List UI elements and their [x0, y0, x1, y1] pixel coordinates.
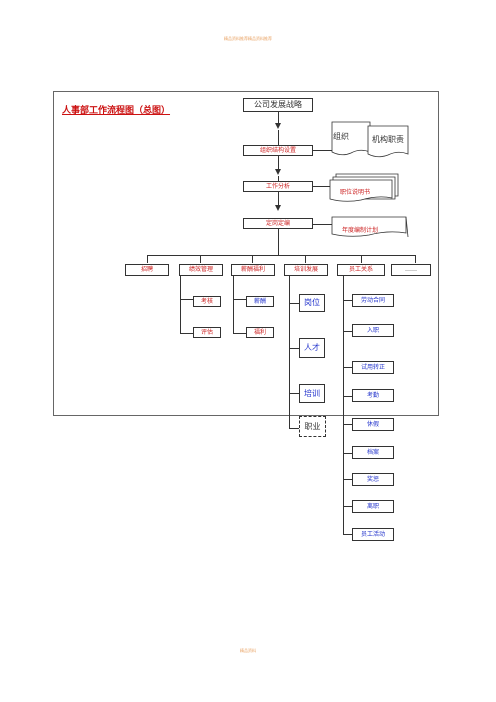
- training-talent: 人才: [299, 338, 325, 358]
- comp-salary: 薪酬: [246, 296, 274, 307]
- page-footer: 精品资料: [240, 648, 256, 653]
- training-training: 培训: [299, 384, 325, 403]
- annual-plan-label: 年度编制计划: [342, 227, 379, 234]
- dept-employee-relations: 员工关系: [337, 264, 385, 276]
- er-resignation: 离职: [352, 500, 394, 513]
- er-labor-contract: 劳动合同: [352, 294, 394, 307]
- org-doc-label: 组织: [333, 132, 349, 141]
- job-analysis-box: 工作分析: [243, 181, 313, 192]
- org-duties-doc-label: 机构职责: [372, 135, 404, 144]
- er-attendance: 考勤: [352, 389, 394, 402]
- job-description-document-icon: [329, 173, 399, 202]
- er-archives: 档案: [352, 446, 394, 459]
- er-rewards: 奖惩: [352, 473, 394, 486]
- perf-evaluation: 评估: [193, 327, 221, 338]
- er-probation: 试用转正: [352, 361, 394, 374]
- dept-compensation: 薪酬福利: [231, 264, 275, 276]
- company-strategy-box: 公司发展战略: [243, 98, 313, 112]
- er-onboarding: 入职: [352, 324, 394, 337]
- er-leave: 休假: [352, 418, 394, 431]
- training-career: 职业: [299, 416, 326, 437]
- diagram-title: 人事部工作流程图（总图）: [62, 106, 171, 116]
- comp-benefits: 福利: [246, 327, 274, 338]
- training-position: 岗位: [299, 294, 325, 312]
- perf-assessment: 考核: [193, 296, 221, 307]
- dept-performance: 绩效管理: [179, 264, 223, 276]
- org-design-box: 组织结构设置: [243, 145, 313, 156]
- dept-recruitment: 招聘: [125, 264, 169, 276]
- dept-training: 培训发展: [284, 264, 328, 276]
- org-document-icon: [331, 121, 409, 158]
- dept-more: ……: [391, 264, 431, 276]
- annual-plan-document-icon: [331, 216, 409, 238]
- er-activities: 员工活动: [352, 528, 394, 541]
- staffing-box: 定岗定编: [243, 218, 313, 229]
- diagram-frame: [53, 91, 439, 416]
- job-description-label: 职位说明书: [340, 189, 371, 196]
- page-header: 精品资料推荐精品资料推荐: [224, 36, 272, 41]
